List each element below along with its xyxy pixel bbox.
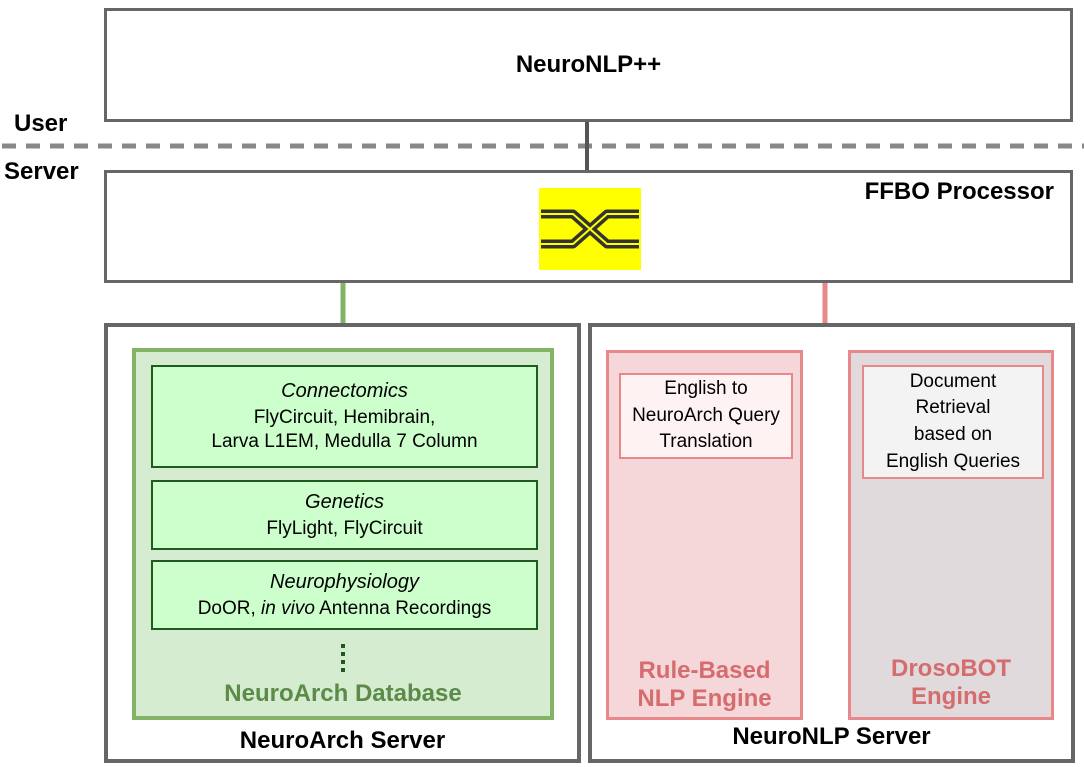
drosobot-desc-line-3: based on bbox=[913, 424, 993, 445]
more-items-ellipsis bbox=[136, 642, 550, 676]
drosobot-engine-title: DrosoBOT Engine bbox=[851, 655, 1051, 710]
neurophysiology-heading: Neurophysiology bbox=[270, 570, 419, 593]
processor-title: FFBO Processor bbox=[864, 178, 1054, 205]
connectomics-line-2: Larva L1EM, Medulla 7 Column bbox=[211, 431, 478, 452]
rule-desc-line-2: NeuroArch Query bbox=[632, 404, 780, 426]
user-layer-label: User bbox=[14, 110, 68, 137]
neurophysiology-item: Neurophysiology DoOR, in vivo Antenna Re… bbox=[151, 560, 538, 630]
neuroarch-server-title: NeuroArch Server bbox=[239, 727, 446, 754]
neuroarch-database-title: NeuroArch Database bbox=[224, 680, 462, 707]
rule-desc-line-3: Translation bbox=[659, 431, 753, 453]
neurophysiology-line-em: in vivo bbox=[261, 597, 315, 619]
neuronlp-user-box: NeuroNLP++ bbox=[104, 8, 1073, 122]
rule-title-line-2: NLP Engine bbox=[637, 684, 772, 712]
genetics-line-1: FlyLight, FlyCircuit bbox=[266, 517, 423, 539]
connectomics-line-1: FlyCircuit, Hemibrain, bbox=[253, 407, 436, 429]
drosobot-engine-description: Document Retrieval based on English Quer… bbox=[862, 365, 1044, 479]
connectomics-heading: Connectomics bbox=[281, 380, 408, 403]
crossbar-switch-icon bbox=[539, 188, 641, 270]
neuroarch-database-box: Connectomics FlyCircuit, Hemibrain, Larv… bbox=[132, 348, 554, 720]
server-layer-label: Server bbox=[4, 158, 79, 185]
ffbo-processor-box: FFBO Processor bbox=[104, 170, 1073, 283]
drosobot-title-line-1: DrosoBOT bbox=[891, 655, 1011, 682]
rule-based-engine-title: Rule-Based NLP Engine bbox=[609, 657, 800, 712]
drosobot-engine-box: Document Retrieval based on English Quer… bbox=[848, 350, 1054, 720]
rule-title-line-1: Rule-Based bbox=[638, 657, 771, 684]
drosobot-desc-line-2: Retrieval bbox=[915, 397, 991, 419]
neuronlp-server-title: NeuroNLP Server bbox=[732, 723, 931, 750]
connectomics-item: Connectomics FlyCircuit, Hemibrain, Larv… bbox=[151, 365, 538, 468]
drosobot-desc-line-4: English Queries bbox=[885, 450, 1021, 472]
neurophysiology-line-post: Antenna Recordings bbox=[314, 597, 492, 619]
neurophysiology-line: DoOR, in vivo Antenna Recordings bbox=[198, 597, 492, 621]
genetics-heading: Genetics bbox=[305, 490, 384, 513]
rule-based-nlp-engine-box: English to NeuroArch Query Translation R… bbox=[606, 350, 803, 720]
user-server-divider bbox=[2, 143, 1084, 149]
rule-desc-line-1: English to bbox=[664, 378, 748, 400]
genetics-item: Genetics FlyLight, FlyCircuit bbox=[151, 480, 538, 550]
drosobot-desc-line-1: Document bbox=[909, 370, 997, 392]
rule-based-engine-description: English to NeuroArch Query Translation bbox=[619, 373, 793, 459]
neurophysiology-line-pre: DoOR, bbox=[197, 597, 262, 619]
drosobot-title-line-2: Engine bbox=[910, 682, 991, 710]
user-box-title: NeuroNLP++ bbox=[515, 51, 662, 78]
